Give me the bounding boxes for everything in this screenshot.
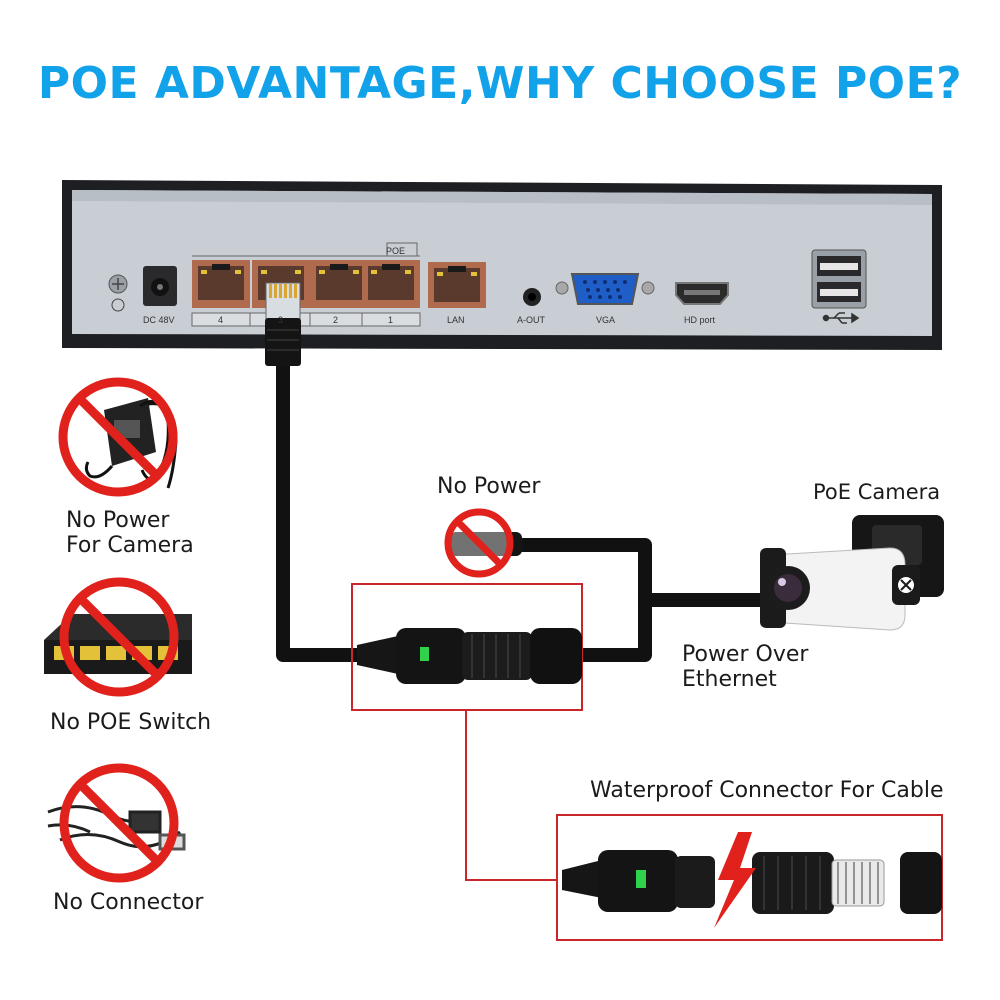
hdmi-port-icon[interactable] xyxy=(675,282,729,305)
nvr-recorder xyxy=(62,180,942,350)
vga-label: VGA xyxy=(596,315,615,325)
usb-symbol-icon xyxy=(822,312,860,324)
dc-power-jack-icon xyxy=(143,266,177,306)
port-number-3: 3 xyxy=(278,315,283,325)
no-connector-label: No Connector xyxy=(53,890,204,915)
connector-exploded-icon xyxy=(562,850,942,914)
waterproof-connector-icon xyxy=(357,628,582,684)
no-power-adapter-prohibition-icon xyxy=(58,377,178,497)
port-number-2: 2 xyxy=(333,315,338,325)
no-power-label: No Power xyxy=(437,474,541,499)
rj45-plug-icon xyxy=(265,282,301,366)
page-title: POE ADVANTAGE,WHY CHOOSE POE? xyxy=(37,58,963,109)
no-power-camera-label: No Power For Camera xyxy=(66,508,194,558)
lightning-bolt-icon xyxy=(714,832,756,928)
dc-label: DC 48V xyxy=(143,315,175,325)
no-connector-prohibition-icon xyxy=(59,763,179,883)
poe-label: Power Over Ethernet xyxy=(682,642,809,692)
port-number-1: 1 xyxy=(388,315,393,325)
camera-label: PoE Camera xyxy=(813,480,941,504)
callout-line xyxy=(465,710,557,881)
lan-port[interactable] xyxy=(428,262,486,308)
poe-port-2[interactable] xyxy=(310,260,368,308)
audio-out-jack-icon[interactable] xyxy=(523,288,541,306)
no-power-prohibition-icon xyxy=(444,508,514,578)
vga-port-icon[interactable] xyxy=(555,273,655,305)
poe-group-label: POE xyxy=(386,246,405,256)
poe-camera-image xyxy=(760,515,944,631)
network-cable xyxy=(276,348,775,662)
usb-ports-icon[interactable] xyxy=(811,249,867,309)
connector-label: Waterproof Connector For Cable xyxy=(590,778,944,803)
aout-label: A-OUT xyxy=(517,315,546,325)
poe-port-1[interactable] xyxy=(362,260,420,308)
dc-pigtail-icon xyxy=(450,532,522,556)
no-poe-switch-prohibition-icon xyxy=(59,577,179,697)
ground-screw-icon xyxy=(108,274,128,312)
no-poe-switch-label: No POE Switch xyxy=(50,710,212,735)
hd-port-label: HD port xyxy=(684,315,716,325)
lan-label: LAN xyxy=(447,315,465,325)
port-number-4: 4 xyxy=(218,315,223,325)
poe-port-4[interactable] xyxy=(192,260,250,308)
